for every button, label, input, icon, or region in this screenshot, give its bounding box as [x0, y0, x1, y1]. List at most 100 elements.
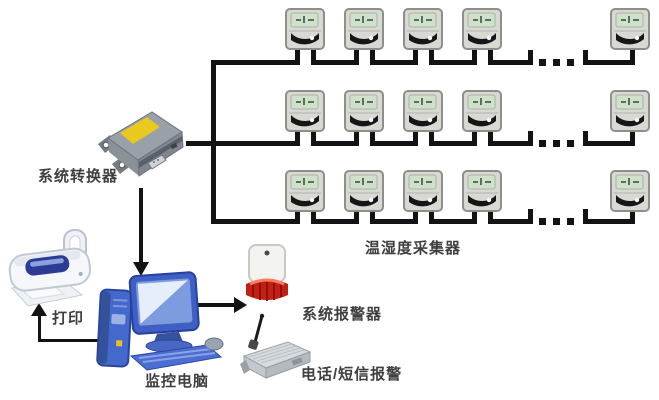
system-alarm-label: 系统报警器	[302, 306, 383, 323]
bus-stub	[630, 131, 635, 146]
gsm-modem-icon	[240, 313, 312, 379]
printer-icon	[8, 229, 92, 307]
bus-stub	[528, 209, 533, 224]
th-sensor	[285, 8, 325, 50]
th-sensor-icon	[344, 8, 384, 50]
bus-ellipsis-dot	[567, 59, 574, 66]
bus-segment	[311, 141, 359, 146]
th-sensor	[403, 170, 443, 212]
bus-stub	[413, 209, 418, 224]
bus-ellipsis-dot	[567, 218, 574, 225]
printer-label: 打印	[52, 310, 85, 327]
th-sensor	[610, 90, 650, 132]
th-sensor-icon	[344, 90, 384, 132]
bus-stub	[528, 50, 533, 65]
bus-segment	[370, 141, 418, 146]
arrow-shaft	[38, 315, 41, 342]
bus-segment	[211, 219, 300, 224]
bus-stub	[472, 131, 477, 146]
th-sensor-icon	[462, 90, 502, 132]
bus-stub	[630, 209, 635, 224]
th-sensor-icon	[610, 170, 650, 212]
bus-stub	[311, 209, 316, 224]
bus-stub	[295, 209, 300, 224]
bus-ellipsis-dot	[553, 59, 560, 66]
bus-ellipsis-dot	[539, 218, 546, 225]
th-sensor-icon	[462, 170, 502, 212]
th-sensor	[285, 90, 325, 132]
bus-segment	[488, 141, 533, 146]
sms-alarm-label: 电话/短信报警	[301, 366, 403, 383]
th-sensor-icon	[610, 90, 650, 132]
bus-segment	[370, 60, 418, 65]
bus-segment	[583, 141, 635, 146]
bus-stub	[354, 209, 359, 224]
th-sensor	[344, 90, 384, 132]
th-sensor-icon	[610, 8, 650, 50]
bus-stub	[472, 209, 477, 224]
bus-segment	[429, 60, 477, 65]
bus-stub	[429, 50, 434, 65]
bus-stub	[429, 131, 434, 146]
converter-device-icon	[98, 111, 184, 177]
th-sensor	[610, 170, 650, 212]
th-sensor-icon	[403, 90, 443, 132]
th-sensor	[403, 90, 443, 132]
th-sensor-icon	[344, 170, 384, 212]
bus-stub	[354, 131, 359, 146]
bus-segment	[370, 219, 418, 224]
bus-stub	[370, 209, 375, 224]
collectors-label: 温湿度采集器	[365, 240, 462, 257]
th-sensor	[344, 8, 384, 50]
arrow-head-down-icon	[133, 262, 149, 276]
bus-stub	[472, 50, 477, 65]
computer-label: 监控电脑	[145, 373, 210, 390]
sensor-bus-trunk	[211, 60, 216, 224]
arrow-head-up-icon	[31, 303, 47, 316]
bus-stub	[370, 131, 375, 146]
bus-stub	[583, 131, 588, 146]
bus-segment	[488, 219, 533, 224]
bus-stub	[528, 131, 533, 146]
bus-stub	[311, 50, 316, 65]
bus-stub	[370, 50, 375, 65]
bus-stub	[488, 209, 493, 224]
bus-segment	[583, 219, 635, 224]
th-sensor	[462, 170, 502, 212]
bus-stub	[583, 50, 588, 65]
th-sensor-icon	[403, 8, 443, 50]
converter-bus-link	[186, 141, 213, 146]
bus-stub	[583, 209, 588, 224]
computer-icon	[96, 271, 224, 371]
th-sensor-icon	[285, 90, 325, 132]
bus-segment	[211, 141, 300, 146]
bus-stub	[295, 131, 300, 146]
bus-segment	[429, 141, 477, 146]
th-sensor	[344, 170, 384, 212]
bus-stub	[413, 50, 418, 65]
bus-segment	[311, 219, 359, 224]
arrow-shaft	[40, 339, 118, 342]
bus-segment	[488, 60, 533, 65]
bus-stub	[295, 50, 300, 65]
bus-segment	[311, 60, 359, 65]
bus-stub	[429, 209, 434, 224]
bus-stub	[630, 50, 635, 65]
th-sensor	[403, 8, 443, 50]
bus-segment	[429, 219, 477, 224]
bus-ellipsis-dot	[553, 140, 560, 147]
arrow-head-right-icon	[234, 297, 247, 313]
siren-icon	[246, 244, 288, 301]
arrow-shaft	[139, 188, 143, 264]
th-sensor	[462, 90, 502, 132]
bus-ellipsis-dot	[567, 140, 574, 147]
bus-ellipsis-dot	[539, 59, 546, 66]
th-sensor-icon	[285, 170, 325, 212]
converter-label: 系统转换器	[38, 168, 119, 185]
th-sensor	[285, 170, 325, 212]
th-sensor	[610, 8, 650, 50]
bus-segment	[211, 60, 300, 65]
bus-stub	[413, 131, 418, 146]
arrow-shaft	[192, 303, 235, 307]
